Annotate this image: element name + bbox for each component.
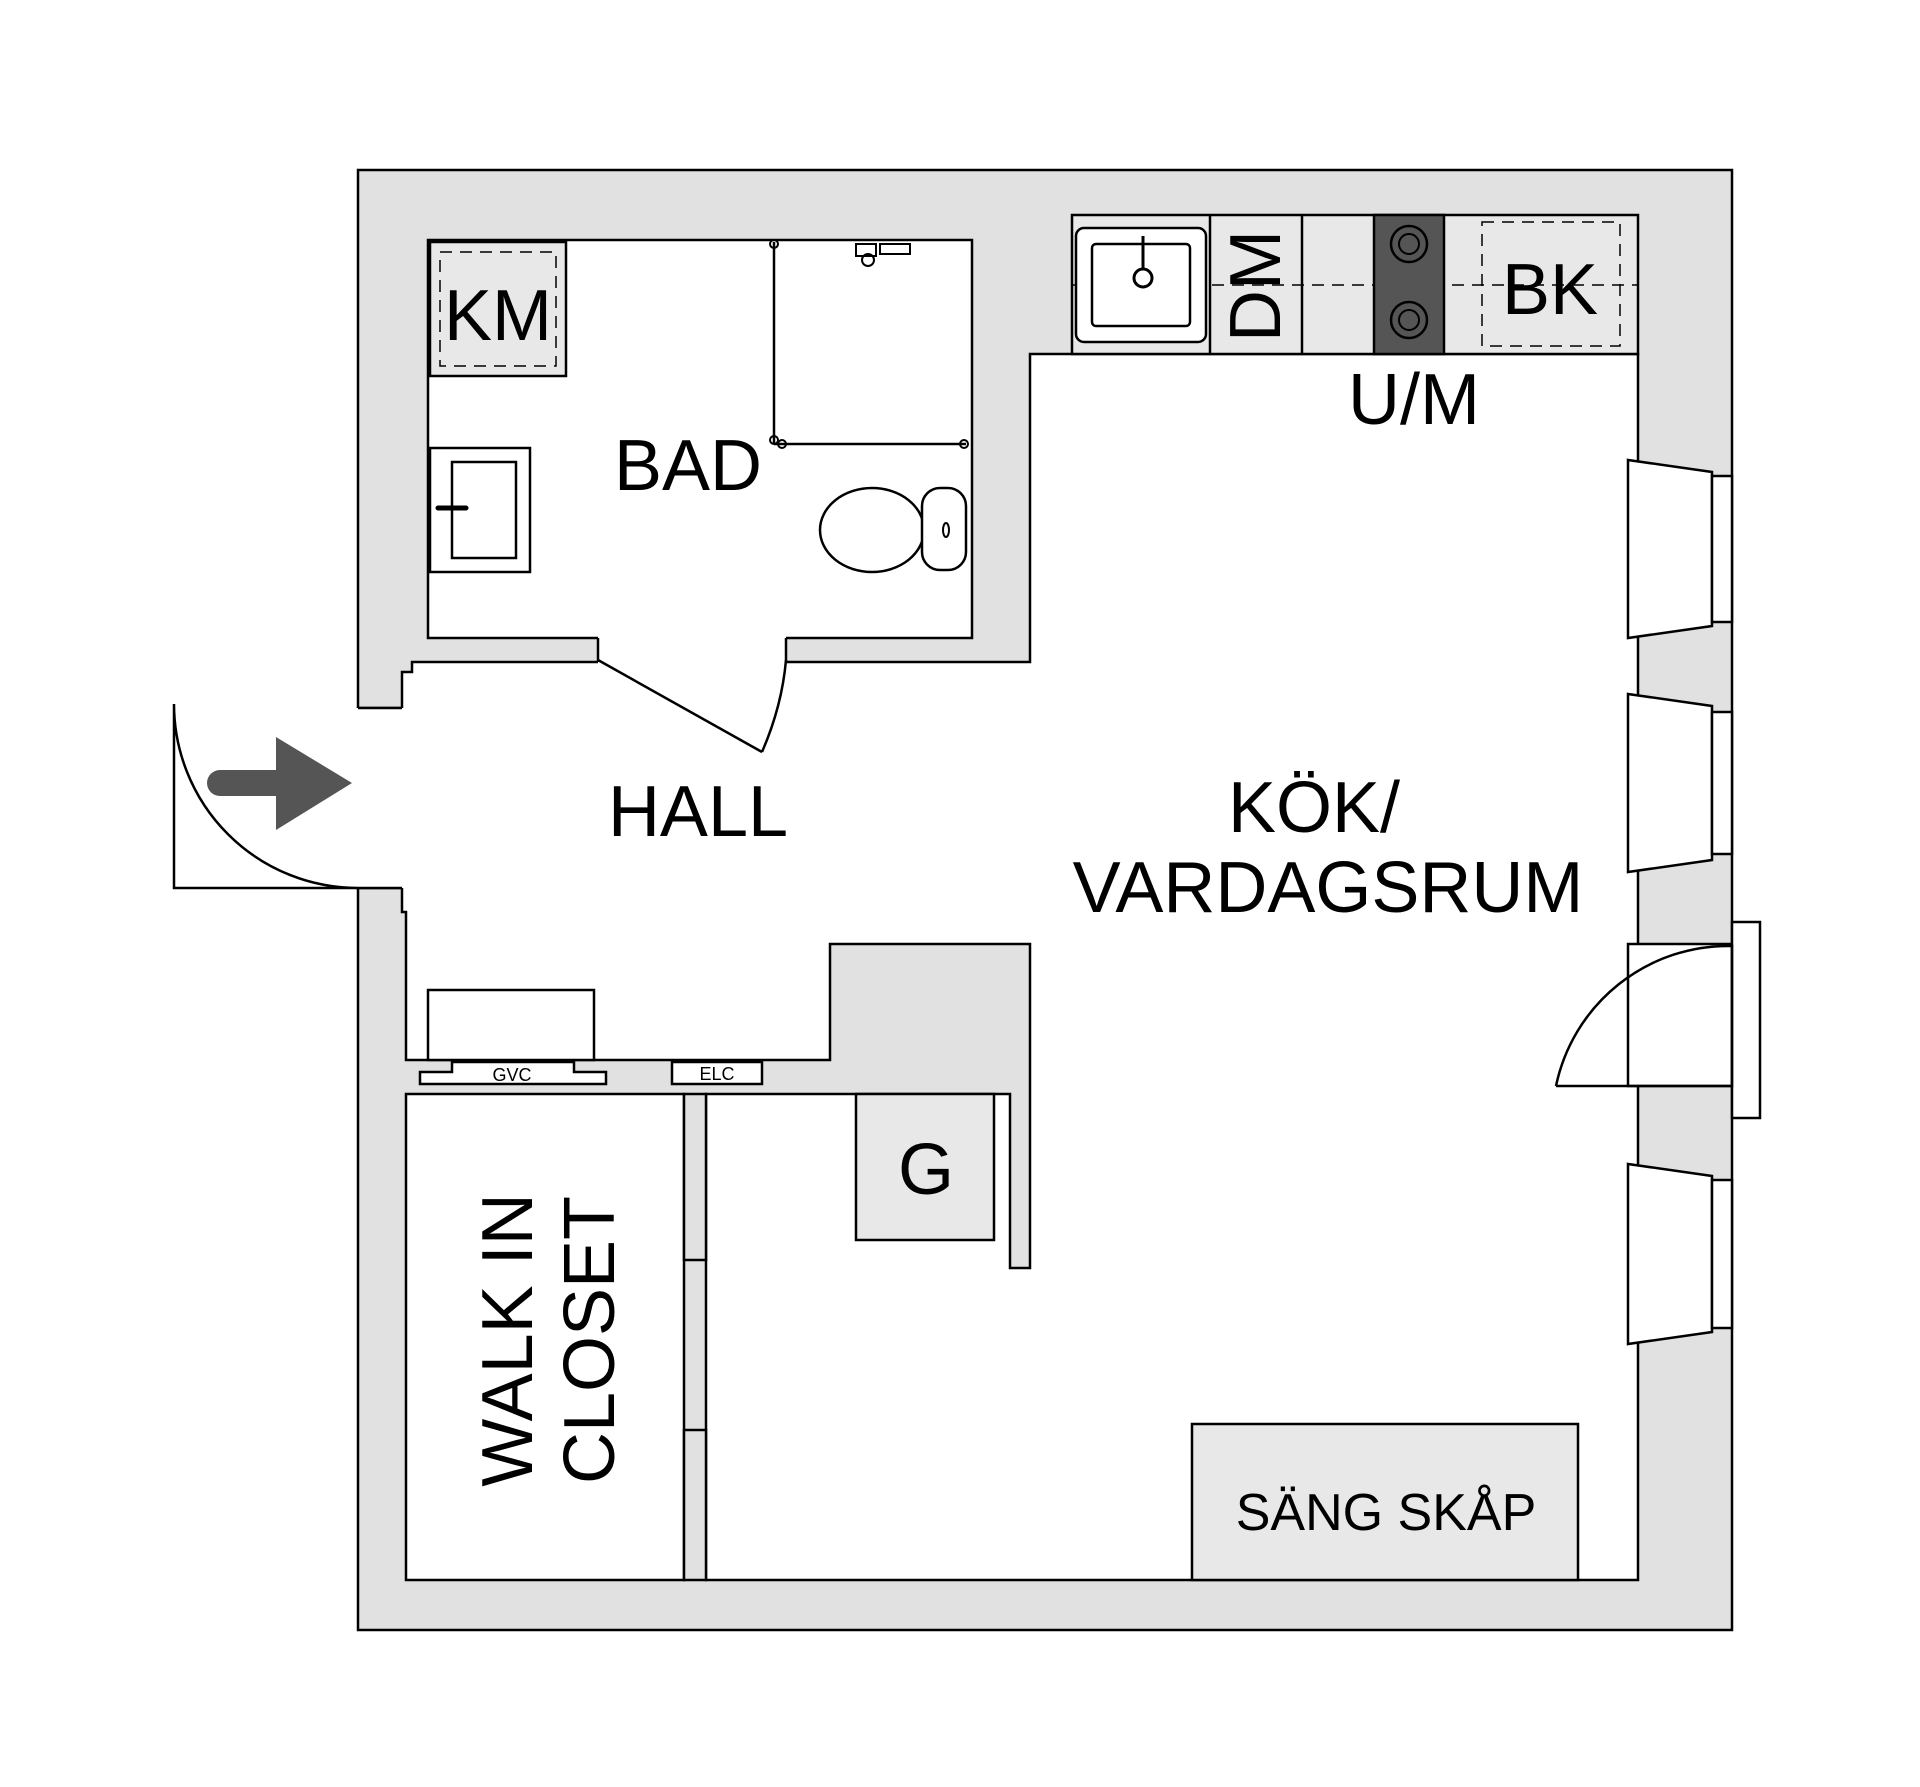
kitchen-sink-icon (1074, 226, 1208, 344)
shaft-box (426, 988, 596, 1062)
entrance-arrow-icon (207, 737, 352, 830)
kitchen-label-line1: KÖK/ (1228, 768, 1400, 848)
bathroom-door-opening (598, 636, 786, 666)
bathroom-sink-icon (428, 446, 532, 574)
counter-label: BK (1502, 250, 1598, 330)
washing-machine (428, 240, 568, 378)
wardrobe-label: G (898, 1130, 954, 1210)
bathroom-door-swing (760, 659, 788, 753)
closet-partition-lower (682, 1428, 708, 1582)
gvc-box (418, 1060, 608, 1086)
window-upper (1626, 458, 1734, 640)
entrance-opening (354, 708, 404, 888)
bed-cabinet-box (1190, 1422, 1580, 1582)
bathroom-label: BAD (614, 426, 762, 506)
shower-head-icon (855, 243, 911, 267)
toilet-icon (818, 486, 968, 574)
closet-partition-upper (682, 1092, 708, 1262)
elc-box (670, 1060, 764, 1086)
elc-label: ELC (699, 1064, 734, 1084)
bed-cabinet-label: SÄNG SKÅP (1236, 1484, 1537, 1542)
washing-machine-label: KM (444, 276, 552, 356)
window-middle (1626, 692, 1734, 874)
kitchen-label-line2: VARDAGSRUM (1073, 848, 1584, 928)
gvc-label: GVC (492, 1065, 531, 1085)
window-lower (1626, 1162, 1734, 1346)
shower-enclosure (769, 239, 969, 449)
closet-label-line1: WALK IN (468, 1193, 548, 1486)
entrance-door-swing (172, 703, 359, 890)
stove-icon (1372, 213, 1446, 356)
hall-label: HALL (608, 772, 788, 852)
dishwasher-label: DM (1216, 230, 1296, 342)
oven-microwave-label: U/M (1348, 360, 1480, 440)
closet-label-line2: CLOSET (550, 1196, 630, 1484)
balcony-door (1554, 920, 1762, 1120)
wardrobe-box (854, 1092, 996, 1242)
bathroom-door-leaf (597, 658, 763, 754)
walk-in-closet-room (404, 1092, 686, 1582)
